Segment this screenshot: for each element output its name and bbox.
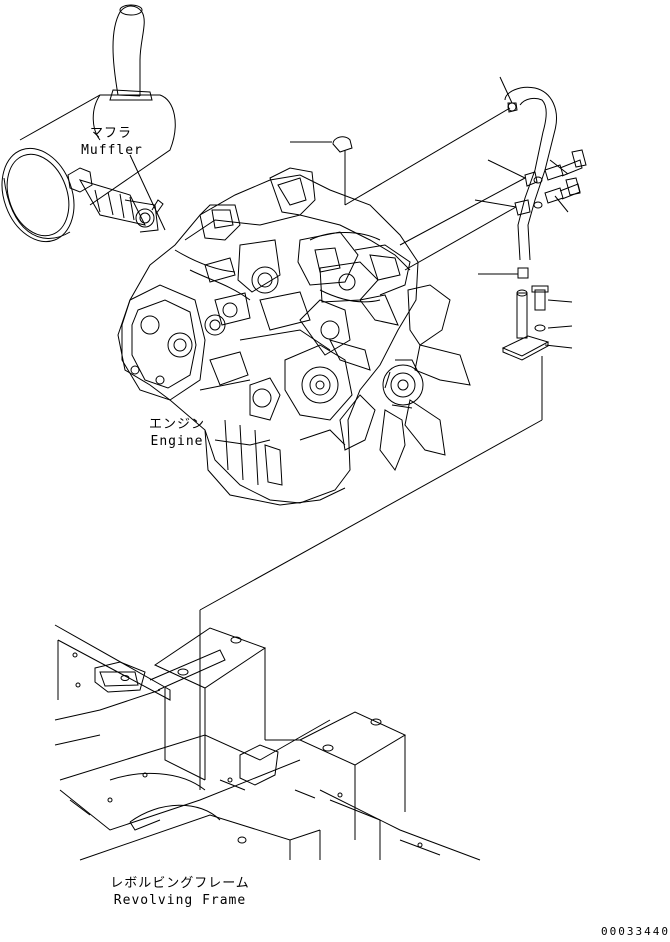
- engine-drawing: [118, 168, 470, 505]
- hose-assembly-drawing: [503, 87, 586, 360]
- frame-drawing: [55, 625, 480, 860]
- muffler-drawing: [0, 5, 175, 252]
- engine-label-en: Engine: [150, 434, 204, 449]
- revolving-frame-label-ja: レボルビングフレーム: [110, 876, 250, 891]
- drawing-code: 00033440: [601, 925, 670, 938]
- muffler-label-en: Muffler: [81, 143, 143, 158]
- revolving-frame-label-en: Revolving Frame: [113, 893, 247, 908]
- leader-lines: [130, 77, 572, 790]
- engine-label-ja: エンジン: [148, 417, 205, 432]
- muffler-label-ja: マフラ: [89, 126, 132, 141]
